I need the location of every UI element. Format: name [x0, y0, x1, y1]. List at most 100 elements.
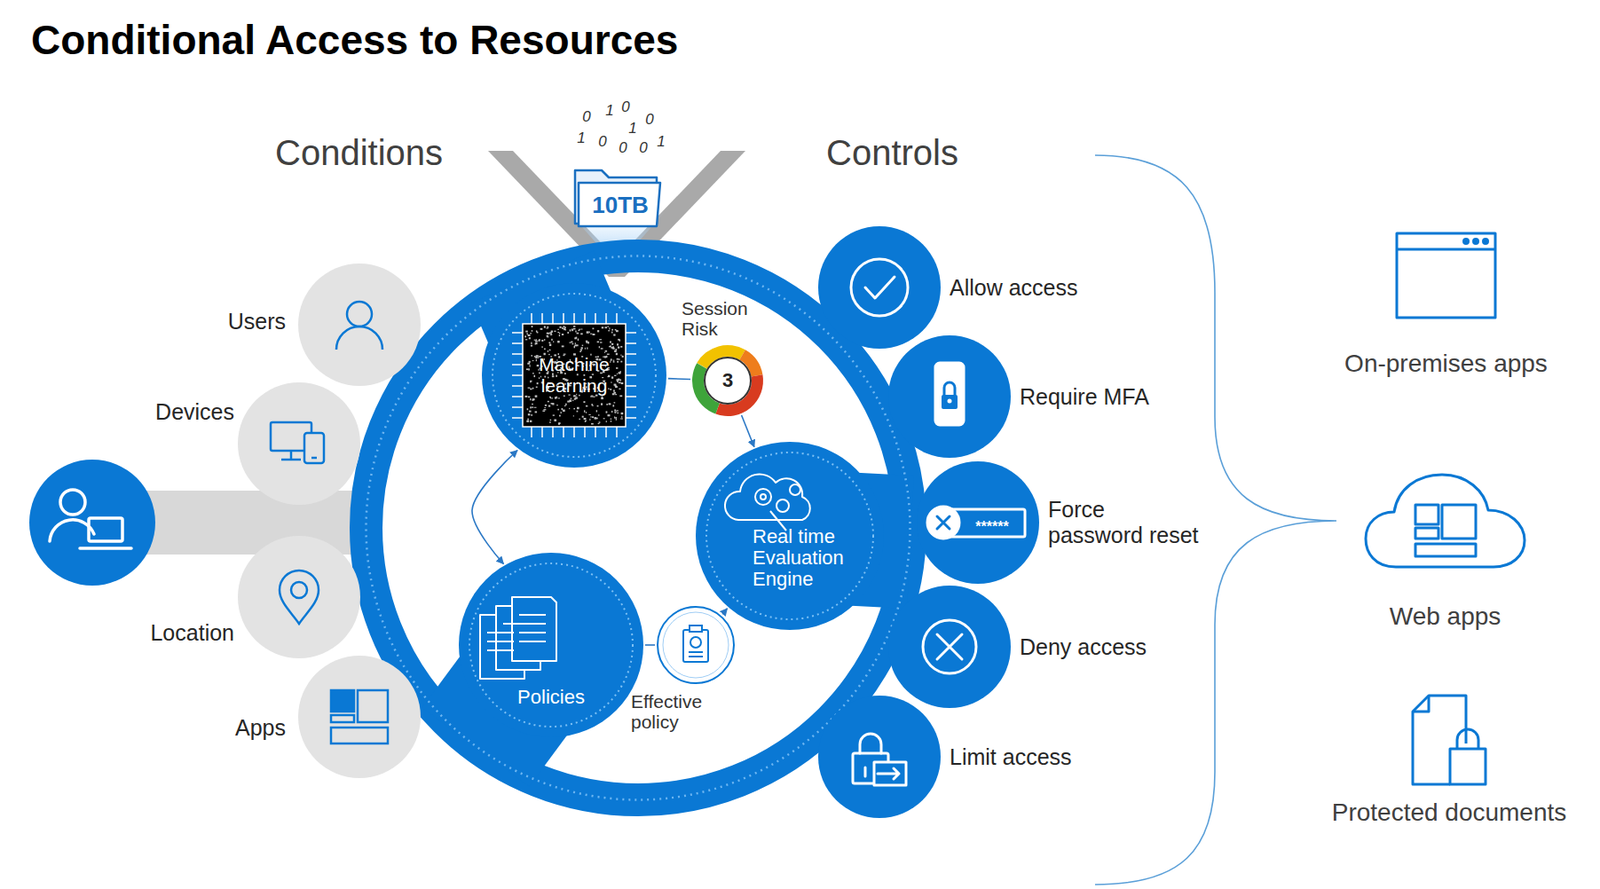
node-label: Real time Evaluation Engine [752, 526, 851, 592]
ml-circle [528, 396, 530, 399]
ml-circle [582, 416, 584, 418]
ml-circle [596, 409, 598, 412]
ml-circle [609, 388, 612, 391]
ml-circle [581, 346, 584, 349]
condition-circle [298, 655, 421, 779]
ml-circle [481, 283, 667, 468]
ml-circle [546, 326, 549, 329]
effective-policy-circle [656, 606, 735, 685]
ml-circle [556, 404, 559, 406]
ml-circle [612, 404, 615, 407]
document-lock-icon [1457, 729, 1479, 749]
ml-circle [595, 417, 599, 420]
ml-circle [552, 414, 555, 416]
ml-circle [611, 343, 614, 346]
ml-circle [618, 358, 620, 361]
ml-circle [532, 360, 535, 362]
ml-circle [584, 420, 587, 422]
node-label: Web apps [1229, 602, 1600, 631]
ml-circle [615, 378, 619, 381]
ml-circle [574, 398, 576, 401]
control-circle: Deny access [888, 585, 1011, 709]
ml-circle [619, 381, 621, 384]
ml-circle [552, 341, 554, 343]
ml-circle [568, 342, 571, 344]
web-cloud-icon: Web apps [1362, 471, 1529, 572]
folder-icon [578, 182, 661, 227]
ml-circle [580, 332, 583, 335]
ml-circle [608, 402, 611, 405]
ml-circle [561, 327, 564, 330]
ml-circle [579, 351, 582, 353]
ml-circle [534, 407, 537, 409]
risk-score: 3 [692, 369, 764, 392]
app-window-icon [1396, 233, 1496, 318]
web-cloud-icon [1365, 474, 1525, 568]
ml-circle [528, 387, 531, 389]
ml-circle [603, 417, 606, 419]
condition-circle [336, 326, 383, 350]
binary-digit: 0 [638, 140, 647, 158]
ml-circle [546, 335, 549, 338]
ml-circle [606, 410, 608, 413]
ml-circle [544, 404, 547, 407]
ml-circle [524, 325, 623, 426]
engine-circle [760, 494, 766, 500]
node-label: Force password reset [1048, 496, 1203, 549]
ml-circle [557, 409, 560, 411]
web-cloud-icon [1365, 474, 1525, 568]
condition-circle [331, 727, 388, 744]
control-circle [922, 620, 977, 674]
ml-circle [607, 387, 609, 389]
ml-circle [553, 331, 556, 332]
ml-circle [534, 339, 536, 341]
node-label: Limit access [949, 744, 1072, 771]
control-circle [818, 695, 941, 819]
condition-circle [237, 382, 361, 505]
node-label: Apps [235, 715, 286, 741]
ml-circle [535, 338, 537, 340]
ml-circle [599, 341, 602, 343]
ml-circle [617, 346, 620, 349]
ml-circle [541, 346, 543, 347]
ml-circle [531, 330, 534, 332]
ml-circle [618, 388, 621, 390]
ml-circle [559, 326, 561, 329]
ml-circle [598, 414, 600, 417]
control-circle [818, 695, 941, 819]
control-circle [851, 259, 908, 316]
ml-circle [601, 326, 604, 329]
app-window-icon [1395, 231, 1498, 320]
ml-circle [541, 339, 544, 342]
ml-circle [614, 348, 617, 351]
condition-circle [298, 263, 421, 387]
ml-circle [592, 328, 595, 331]
effective-policy-circle [688, 652, 703, 657]
ml-circle [592, 396, 596, 398]
ml-circle [589, 418, 591, 421]
ml-circle [586, 331, 590, 333]
condition-circle [279, 570, 319, 624]
effective-policy-circle: Effective policy [656, 606, 735, 685]
effective-policy-circle [657, 606, 734, 684]
policies-circle: Policies [458, 552, 644, 738]
ml-circle [611, 331, 614, 334]
ml-circle [606, 414, 610, 417]
ml-circle [574, 337, 577, 339]
ml-circle [613, 360, 615, 362]
ml-circle [591, 333, 595, 336]
diagram-title: Conditional Access to Resources [31, 17, 678, 64]
engine-circle [725, 473, 811, 531]
effective-policy-circle [689, 625, 702, 632]
control-circle [937, 516, 950, 529]
effective-policy-circle [690, 637, 702, 648]
ml-circle [550, 333, 552, 336]
control-circle [935, 362, 964, 426]
control-circle [888, 585, 1011, 709]
control-circle [927, 506, 960, 539]
ml-circle [621, 412, 624, 415]
ml-circle [588, 414, 591, 416]
ml-circle [553, 418, 557, 421]
ml-circle [559, 332, 560, 335]
